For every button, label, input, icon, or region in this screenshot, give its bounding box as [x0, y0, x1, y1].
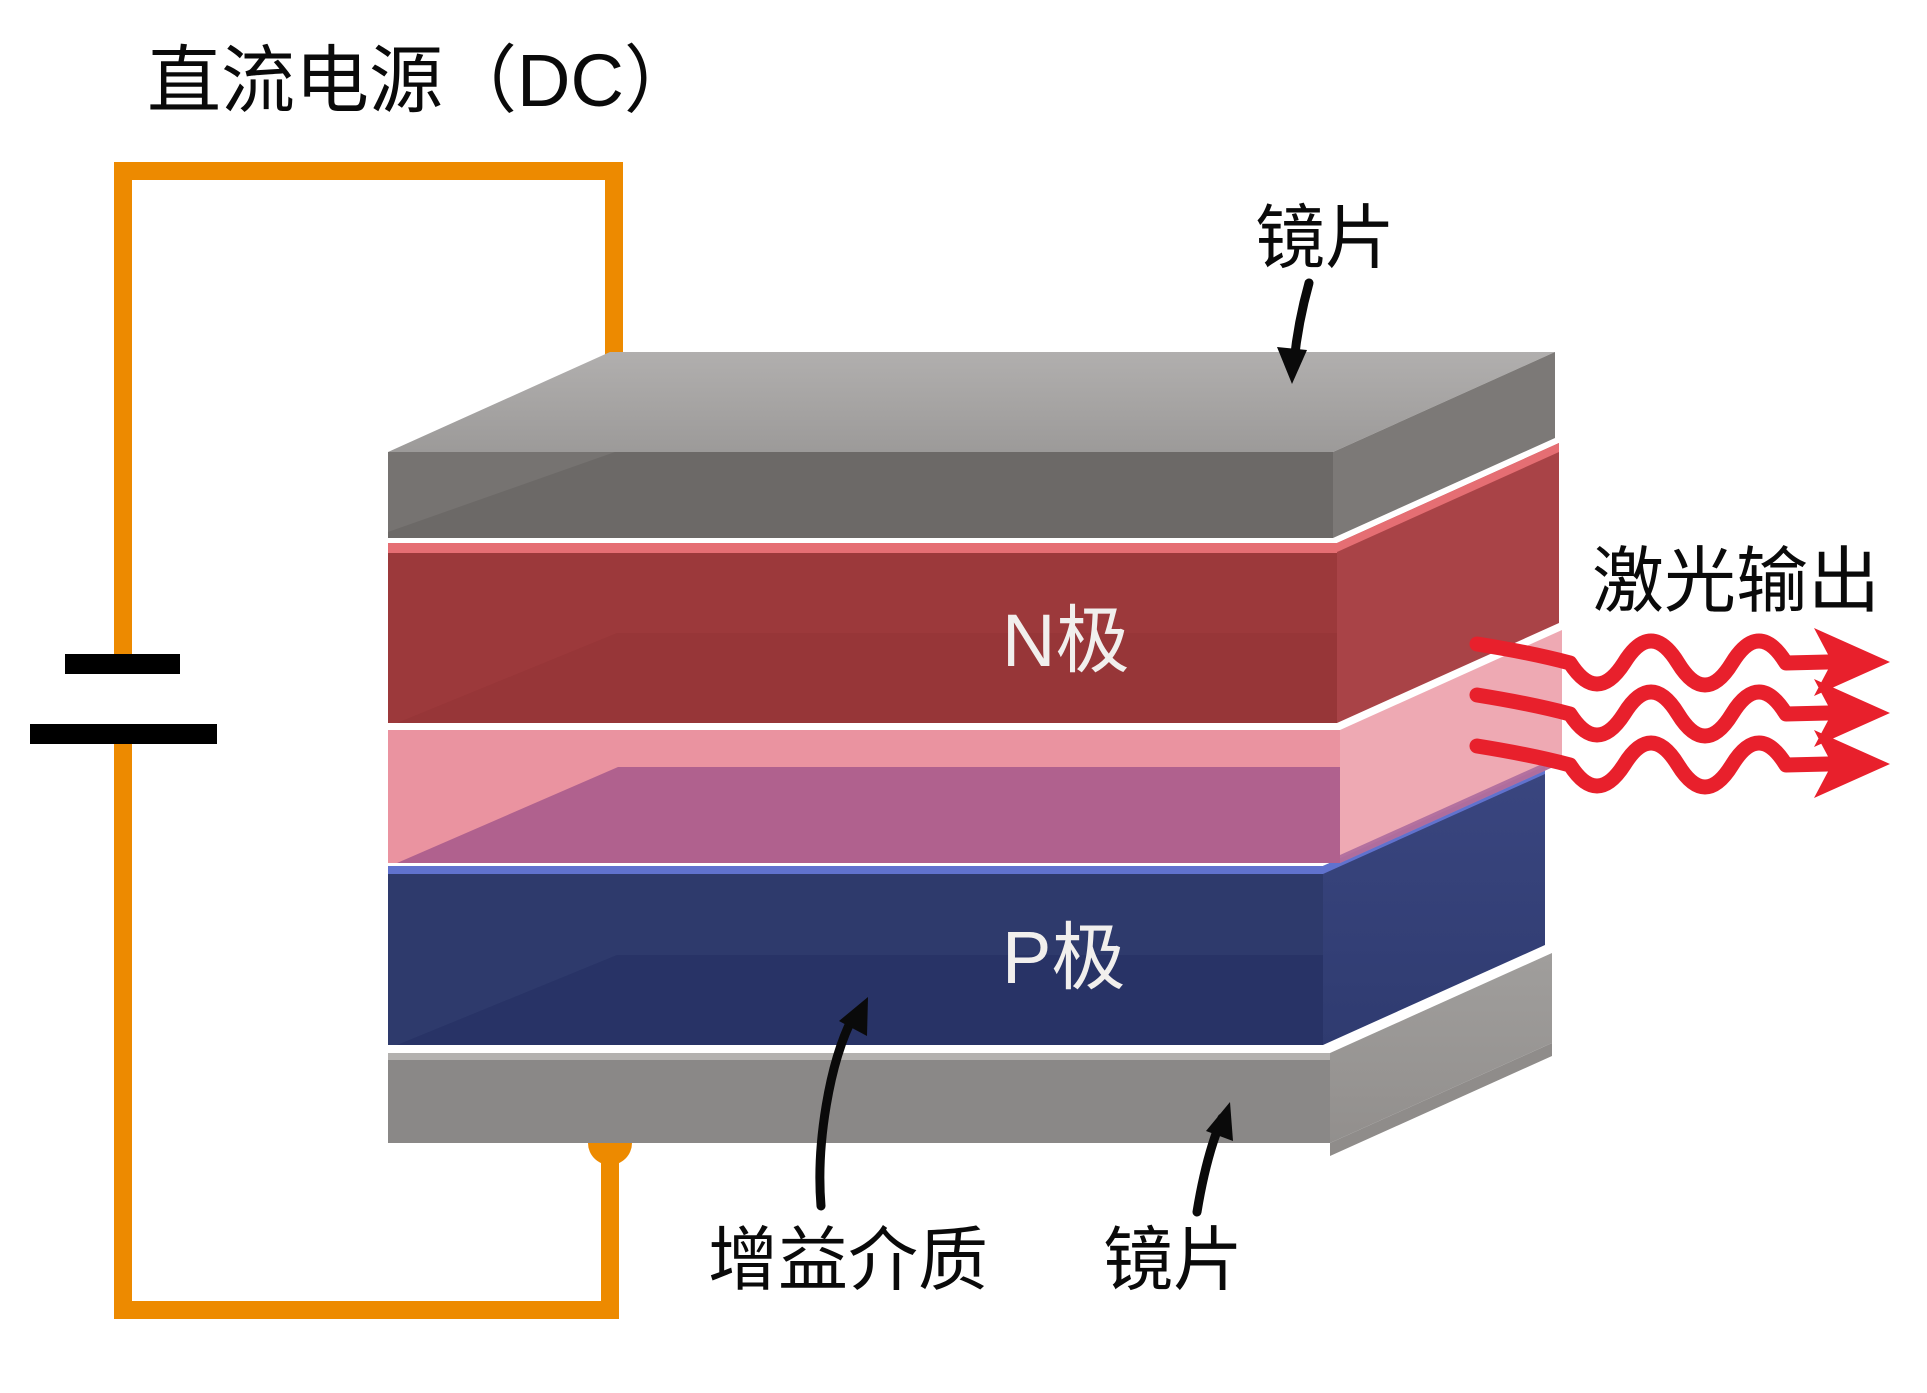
- top-mirror-top-face: [388, 352, 1555, 452]
- p-layer-top-highlight: [388, 866, 1323, 874]
- laser-wave-arrow: [1469, 628, 1890, 696]
- laser-wave-arrow: [1469, 679, 1890, 747]
- n-layer-top-highlight: [388, 543, 1337, 553]
- gain-medium-side-face: [1340, 630, 1562, 863]
- bottom-mirror-layer: [388, 953, 1552, 1156]
- laser-output-arrows: [1469, 628, 1890, 798]
- top-mirror-side-face: [1333, 352, 1555, 538]
- mirror-top-label: 镜片: [1255, 199, 1395, 277]
- p-electrode-label: P极: [1002, 916, 1125, 999]
- bottom-mirror-lip: [1330, 1043, 1552, 1156]
- battery-long-plate: [30, 724, 217, 744]
- battery-icon: [30, 654, 217, 744]
- laser-wave-line: [1469, 684, 1836, 744]
- p-layer-front-shade: [397, 955, 1323, 1045]
- bottom-mirror-top-edge: [388, 1053, 1330, 1060]
- laser-arrowhead-icon: [1814, 679, 1890, 747]
- p-layer-side-face: [1323, 766, 1545, 1045]
- n-layer-side-face: [1337, 443, 1559, 723]
- gain-medium-side-bottom-edge: [1340, 755, 1562, 863]
- laser-arrowhead-icon: [1814, 730, 1890, 798]
- laser-arrowhead-icon: [1814, 628, 1890, 696]
- bottom-mirror-side-face: [1330, 953, 1552, 1143]
- gain-medium-label: 增益介质: [708, 1221, 988, 1299]
- top-mirror-arrowhead-icon: [1277, 347, 1307, 384]
- n-layer: [388, 443, 1559, 723]
- dc-power-title: 直流电源（DC）: [147, 39, 698, 122]
- n-electrode-label: N极: [1002, 599, 1129, 682]
- laser-wave-arrow: [1469, 730, 1890, 798]
- gain-medium-layer: [388, 630, 1562, 863]
- gain-medium-arrow-shaft: [815, 1010, 859, 1211]
- laser-wave-line: [1469, 735, 1836, 795]
- gain-medium-arrowhead-icon: [839, 997, 868, 1036]
- top-mirror-layer: [388, 352, 1555, 538]
- top-mirror-front-sheen: [388, 452, 615, 532]
- device-stack: [388, 352, 1562, 1156]
- wire-bottom-icon: [114, 743, 619, 1319]
- mirror-bottom-label: 镜片: [1103, 1221, 1243, 1299]
- bottom-mirror-arrowhead-icon: [1206, 1102, 1233, 1141]
- laser-wave-line: [1469, 633, 1836, 693]
- annotation-arrows: [815, 278, 1314, 1217]
- n-layer-front-shade: [397, 633, 1337, 723]
- battery-short-plate: [65, 654, 180, 674]
- gain-medium-magenta-overlap: [397, 767, 1340, 863]
- n-layer-side-top-edge: [1337, 443, 1559, 552]
- wire-top-icon: [114, 162, 623, 655]
- bottom-mirror-front-face: [388, 1053, 1330, 1143]
- laser-output-label: 激光输出: [1592, 542, 1880, 622]
